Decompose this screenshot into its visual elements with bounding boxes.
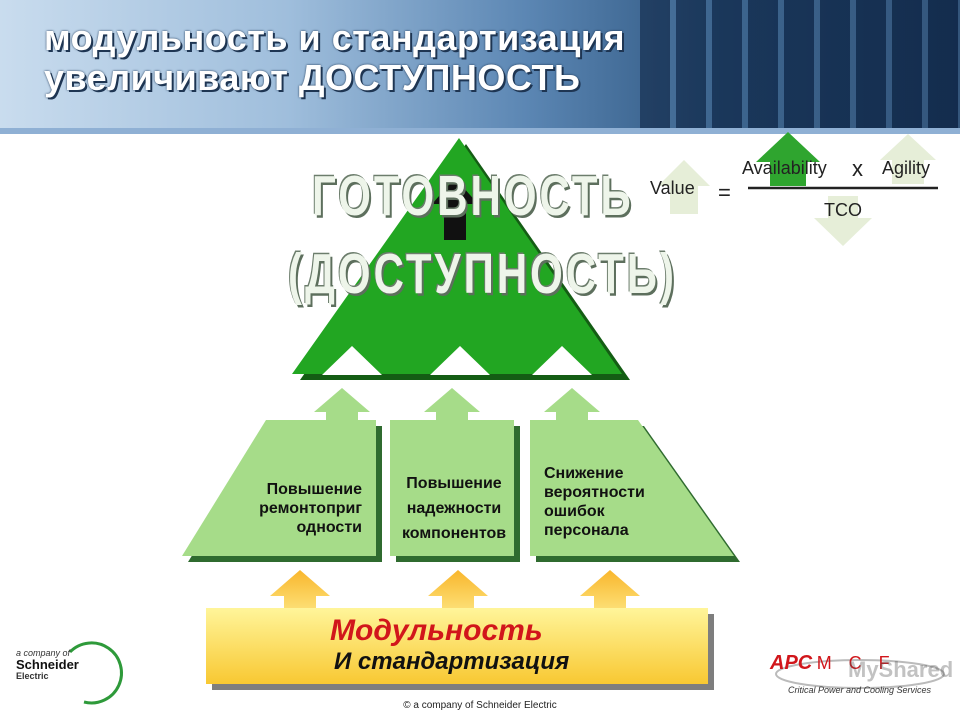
apc-tagline: Critical Power and Cooling Services xyxy=(788,685,932,695)
availability-arrow-up xyxy=(756,132,820,186)
box-right-line-2: вероятности xyxy=(544,484,645,501)
footer-copyright: © a company of Schneider Electric xyxy=(403,700,557,711)
schneider-swoosh xyxy=(68,641,123,705)
mcf-brand: M C F xyxy=(816,653,896,673)
box-maintainability-label: Повышение ремонтоприг одности xyxy=(224,480,362,537)
box-right-line-4: персонала xyxy=(544,522,629,539)
box-reliability xyxy=(390,420,514,556)
server-racks-image xyxy=(640,0,960,128)
base-bar xyxy=(206,608,708,684)
pyramid-up-arrow xyxy=(432,178,478,240)
box-center-line-1: Повышение xyxy=(406,475,502,492)
tco-arrow-down xyxy=(814,196,872,246)
box-left-line-1: Повышение xyxy=(266,481,362,498)
apc-brand: APC xyxy=(770,652,813,674)
apc-swoosh xyxy=(775,659,945,689)
box-center-line-2: надежности xyxy=(406,500,502,517)
header-banner xyxy=(0,0,960,134)
formula-times: x xyxy=(852,156,863,181)
formula-arrows xyxy=(658,132,938,246)
header-stripe xyxy=(0,128,960,134)
orange-feed-arrows xyxy=(270,570,640,612)
availability-pyramid xyxy=(292,138,630,380)
green-feed-arrows xyxy=(314,388,600,424)
pyramid-title-line-2: (ДОСТУПНОСТЬ) xyxy=(288,241,677,306)
pyramid-title-line-1: ГОТОВНОСТЬ xyxy=(312,163,634,228)
box-human-error-label: Снижение вероятности ошибок персонала xyxy=(544,464,694,540)
value-arrow-up xyxy=(658,160,710,214)
title-line-2: увеличивают ДОСТУПНОСТЬ xyxy=(44,57,581,98)
agility-arrow-up xyxy=(880,134,936,184)
formula-value: Value xyxy=(650,178,695,198)
formula-equals: = xyxy=(718,180,731,205)
box-maintainability xyxy=(182,420,376,556)
box-left-line-2: ремонтоприг xyxy=(259,500,362,517)
title-line-1: модульность и стандартизация xyxy=(44,17,625,58)
apc-mcf-logo: APC M C F Critical Power and Cooling Ser… xyxy=(770,652,931,695)
schneider-line-2: Schneider xyxy=(16,657,79,672)
box-right-line-3: ошибок xyxy=(544,503,605,520)
formula-tco: TCO xyxy=(824,200,862,220)
base-title: Модульность xyxy=(330,614,543,647)
schneider-line-3: Electric xyxy=(16,671,49,681)
formula-availability: Availability xyxy=(742,158,827,178)
watermark: MyShared xyxy=(848,657,954,682)
box-human-error xyxy=(530,420,734,556)
schneider-line-1: a company of xyxy=(16,648,71,658)
box-right-line-1: Снижение xyxy=(544,465,624,482)
box-left-line-3: одности xyxy=(296,519,362,536)
schneider-logo: a company of Schneider Electric xyxy=(16,648,112,704)
box-center-line-3: компонентов xyxy=(401,525,507,542)
base-subtitle: И стандартизация xyxy=(334,648,570,675)
slide-title: модульность и стандартизация увеличивают… xyxy=(44,18,625,98)
formula-agility: Agility xyxy=(882,158,931,178)
box-reliability-label: Повышение надежности компонентов xyxy=(384,474,524,543)
